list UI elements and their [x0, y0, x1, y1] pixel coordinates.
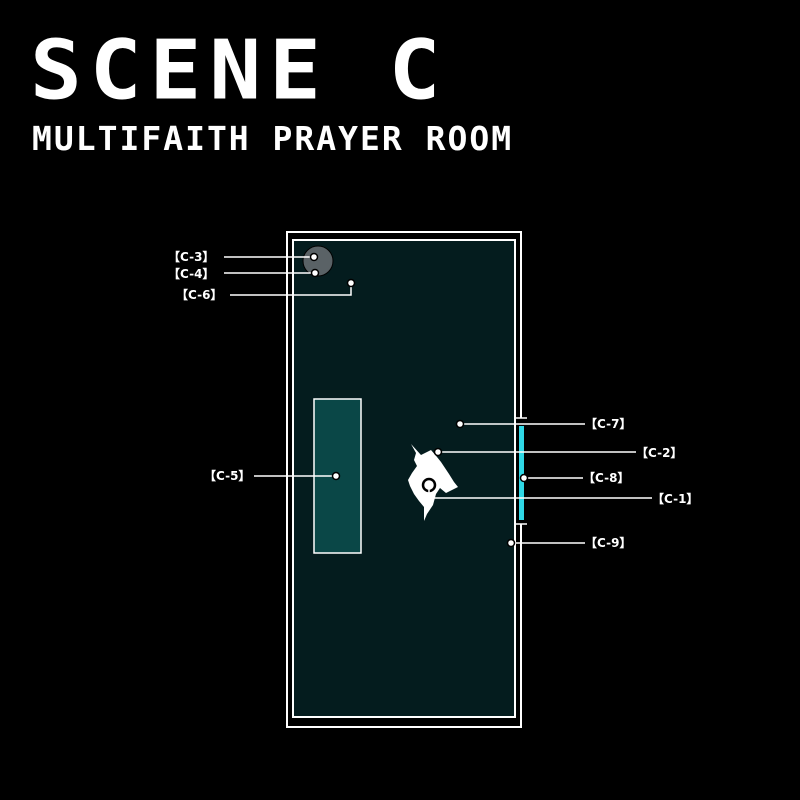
callout-line-c1 — [428, 485, 652, 499]
light-strip — [519, 426, 524, 520]
callout-dot-c3 — [309, 252, 319, 262]
callout-dot-c5 — [331, 471, 341, 481]
callout-dot-c9 — [506, 538, 516, 548]
scene-subtitle: MULTIFAITH PRAYER ROOM — [32, 119, 514, 158]
callout-dot-c7 — [455, 419, 465, 429]
callout-label-c7: 【C-7】 — [585, 416, 631, 431]
callout-label-c4: 【C-4】 — [168, 266, 214, 281]
callout-label-c6: 【C-6】 — [176, 287, 222, 302]
scene-title: SCENE C — [30, 23, 449, 119]
callout-label-c2: 【C-2】 — [636, 445, 682, 460]
callout-label-c3: 【C-3】 — [168, 249, 214, 264]
figure-silhouette — [408, 444, 458, 521]
callout-label-c8: 【C-8】 — [583, 470, 629, 485]
callout-dot-c4 — [310, 268, 320, 278]
callout-dot-c1 — [426, 482, 432, 488]
callout-label-c1: 【C-1】 — [652, 491, 698, 506]
callout-dot-c6 — [346, 278, 356, 288]
callout-label-c9: 【C-9】 — [585, 535, 631, 550]
callout-label-c5: 【C-5】 — [204, 468, 250, 483]
callout-dot-c2 — [433, 447, 443, 457]
callout-dot-c8 — [519, 473, 529, 483]
